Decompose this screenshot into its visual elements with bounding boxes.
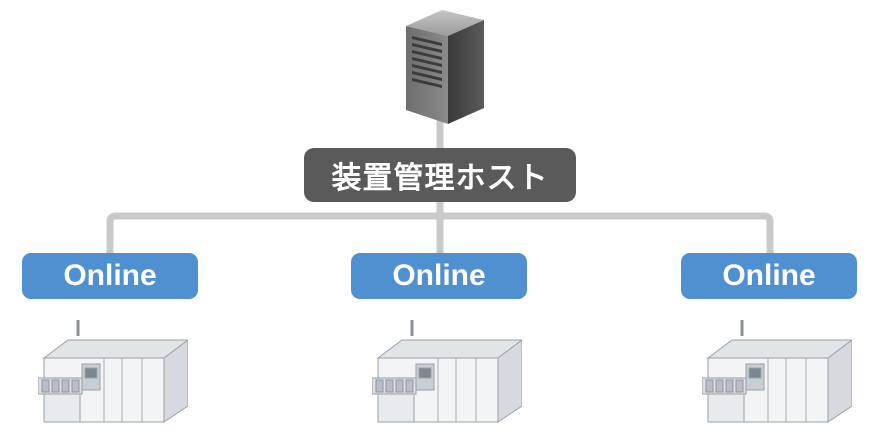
online-badge-1: Online — [22, 253, 198, 299]
equipment-icon — [372, 320, 522, 423]
server-icon — [406, 10, 484, 124]
online-badge-3: Online — [681, 253, 857, 299]
connector-horizontal — [106, 212, 774, 259]
host-label: 装置管理ホスト — [304, 148, 576, 202]
online-badge-2: Online — [351, 253, 527, 299]
equipment-icon — [38, 320, 188, 423]
equipment-icon — [702, 320, 852, 423]
